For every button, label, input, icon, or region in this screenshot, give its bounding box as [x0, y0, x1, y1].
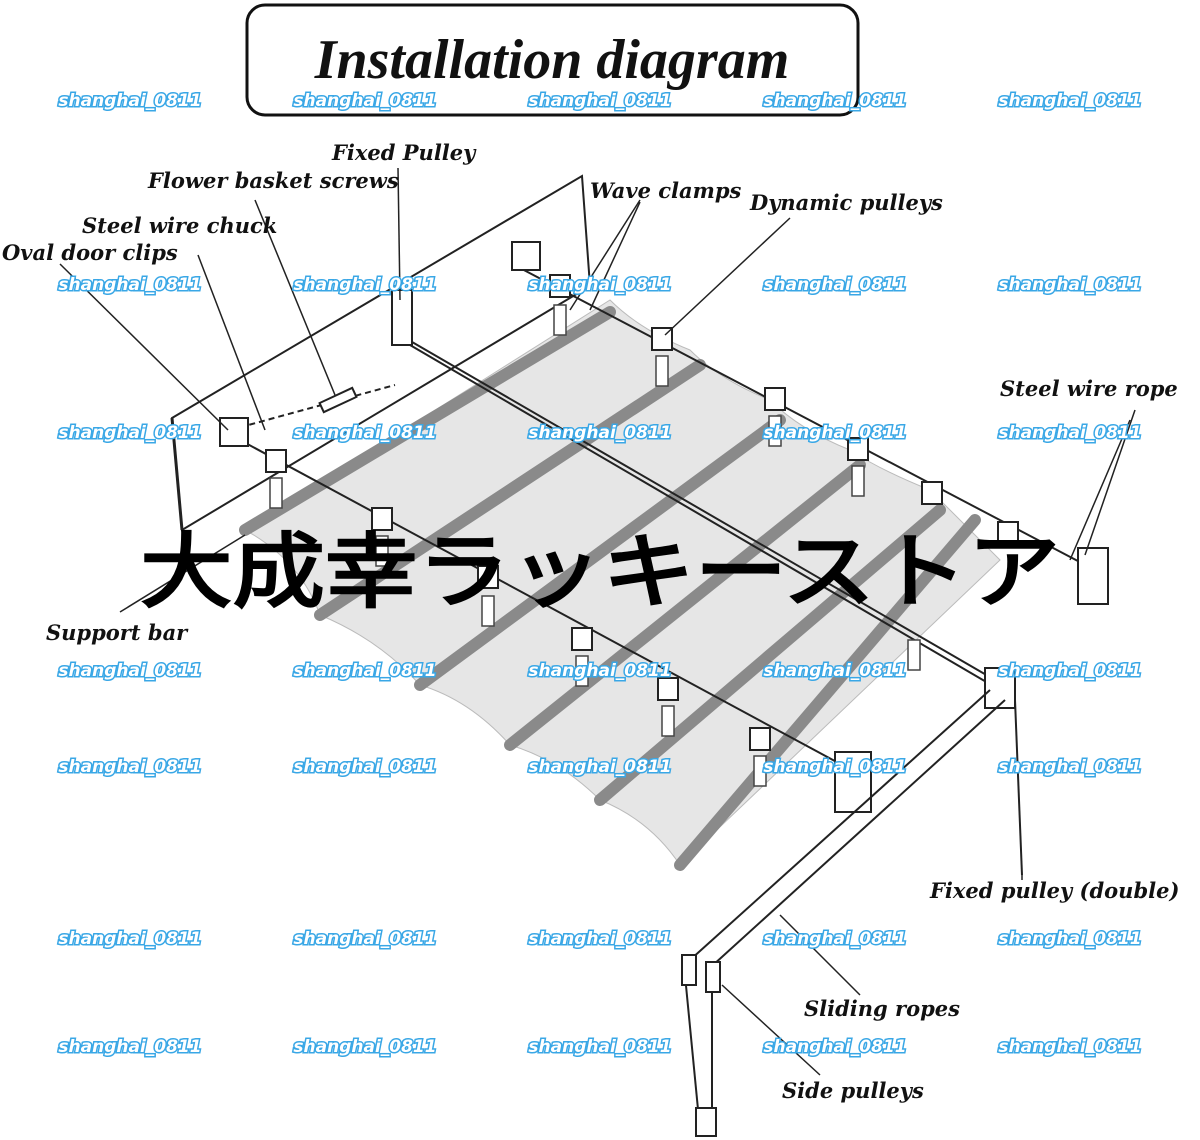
- watermark: shanghai_0811: [528, 929, 671, 949]
- fixed-pulley-double: [984, 667, 1016, 709]
- watermark: shanghai_0811: [293, 91, 436, 111]
- dynamic-pulley: [371, 507, 393, 531]
- oval-door-clip: [511, 241, 541, 271]
- watermark: shanghai_0811: [763, 1037, 906, 1057]
- label-steel-wire-chuck: Steel wire chuck: [82, 213, 277, 238]
- label-steel-wire-rope: Steel wire rope: [1000, 376, 1178, 401]
- dynamic-pulleys: [265, 274, 1019, 751]
- dynamic-pulley: [571, 627, 593, 651]
- support-bar: [414, 414, 786, 691]
- support-bar: [674, 514, 981, 871]
- support-bars: [239, 306, 981, 871]
- title: Installation diagram: [314, 29, 790, 91]
- leader-lines: [59, 167, 1136, 1076]
- dynamic-pulley: [764, 387, 786, 411]
- wall-board-edge: [170, 417, 184, 531]
- watermark: shanghai_0811: [58, 91, 201, 111]
- title-box: [245, 3, 860, 117]
- watermark: shanghai_0811: [998, 929, 1141, 949]
- dynamic-pulley: [549, 274, 571, 298]
- label-fixed-pulley-double: Fixed pulley (double): [929, 878, 1179, 903]
- watermark: shanghai_0811: [293, 275, 436, 295]
- canopy: [244, 299, 1001, 866]
- watermark: shanghai_0811: [528, 91, 671, 111]
- watermark: shanghai_0811: [528, 757, 671, 777]
- support-bar: [504, 459, 866, 751]
- watermark: shanghai_0811: [58, 423, 201, 443]
- store-name-overlay: 大成幸ラッキーストア: [140, 525, 1060, 620]
- watermark: shanghai_0811: [58, 1037, 201, 1057]
- watermark: shanghai_0811: [528, 661, 671, 681]
- dynamic-pulley: [921, 481, 943, 505]
- watermark: shanghai_0811: [998, 423, 1141, 443]
- flower-basket-screw: [318, 386, 358, 414]
- watermark: shanghai_0811: [998, 91, 1141, 111]
- watermark: shanghai_0811: [763, 423, 906, 443]
- watermark: shanghai_0811: [528, 423, 671, 443]
- label-wave-clamps: Wave clamps: [590, 178, 742, 203]
- watermark: shanghai_0811: [58, 757, 201, 777]
- watermark: shanghai_0811: [293, 929, 436, 949]
- label-dynamic-pulleys: Dynamic pulleys: [749, 190, 943, 215]
- dynamic-pulley: [997, 521, 1019, 545]
- label-oval-door-clips: Oval door clips: [2, 240, 178, 265]
- support-bar: [314, 359, 706, 621]
- steel-wire-ropes: [229, 267, 1096, 781]
- watermark: shanghai_0811: [58, 661, 201, 681]
- watermark: shanghai_0811: [763, 275, 906, 295]
- support-bar: [594, 504, 946, 806]
- support-bar: [239, 306, 616, 536]
- fixed-pulley: [391, 289, 413, 346]
- end-plate: [1077, 547, 1109, 605]
- oval-door-clip: [219, 417, 249, 447]
- watermark: shanghai_0811: [763, 661, 906, 681]
- watermark: shanghai_0811: [58, 275, 201, 295]
- dynamic-pulley: [847, 437, 869, 461]
- watermark: shanghai_0811: [998, 1037, 1141, 1057]
- dynamic-pulley: [657, 677, 679, 701]
- dynamic-pulley: [477, 565, 499, 589]
- watermark: shanghai_0811: [528, 275, 671, 295]
- label-flower-basket-screws: Flower basket screws: [147, 168, 399, 193]
- wave-clamps: [269, 304, 921, 787]
- watermark: shanghai_0811: [293, 1037, 436, 1057]
- watermark: shanghai_0811: [763, 929, 906, 949]
- label-support-bar: Support bar: [46, 620, 189, 645]
- watermark: shanghai_0811: [58, 929, 201, 949]
- watermark: shanghai_0811: [763, 757, 906, 777]
- label-side-pulleys: Side pulleys: [782, 1078, 924, 1103]
- watermark: shanghai_0811: [293, 661, 436, 681]
- support-frame: [681, 689, 1023, 1137]
- watermark: shanghai_0811: [293, 757, 436, 777]
- dynamic-pulley: [749, 727, 771, 751]
- watermark: shanghai_0811: [998, 661, 1141, 681]
- watermark: shanghai_0811: [998, 275, 1141, 295]
- watermark-grid: shanghai_0811shanghai_0811shanghai_0811s…: [57, 90, 1143, 1059]
- dynamic-pulley: [265, 449, 287, 473]
- watermark: shanghai_0811: [528, 1037, 671, 1057]
- watermark: shanghai_0811: [293, 423, 436, 443]
- watermark: shanghai_0811: [763, 91, 906, 111]
- label-fixed-pulley: Fixed Pulley: [331, 140, 477, 165]
- watermark: shanghai_0811: [998, 757, 1141, 777]
- label-sliding-ropes: Sliding ropes: [804, 996, 960, 1021]
